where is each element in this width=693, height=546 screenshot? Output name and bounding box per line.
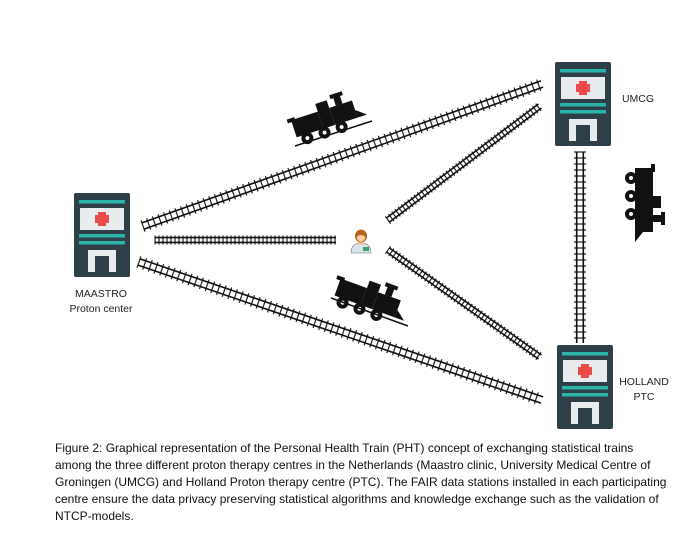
train-rail-base xyxy=(294,120,373,147)
maastro-label-line1: MAASTRO xyxy=(75,288,127,300)
track-maastro-center xyxy=(154,235,336,245)
train-rail-base xyxy=(330,297,409,327)
maastro-label-line2: Proton center xyxy=(69,303,133,315)
umcg-label: UMCG xyxy=(618,92,658,107)
doctor-person-icon xyxy=(350,229,372,254)
track-center-holland xyxy=(384,245,542,360)
holland-label-line2: PTC xyxy=(633,391,655,403)
track-maastro-umcg xyxy=(140,79,544,232)
maastro-hospital-icon xyxy=(74,193,130,277)
steam-locomotive-icon xyxy=(283,86,371,149)
holland-hospital-icon xyxy=(557,345,613,429)
track-center-umcg xyxy=(384,103,542,224)
maastro-label: MAASTRO Proton center xyxy=(56,287,146,317)
holland-label-line1: HOLLAND xyxy=(619,376,669,388)
umcg-hospital-icon xyxy=(555,62,611,146)
holland-label: HOLLAND PTC xyxy=(612,375,676,405)
steam-locomotive-icon xyxy=(327,265,415,331)
railway-tracks xyxy=(136,79,586,404)
track-maastro-holland xyxy=(136,256,544,404)
steam-locomotive-icon xyxy=(625,164,665,242)
figure-caption: Figure 2: Graphical representation of th… xyxy=(55,441,667,523)
umcg-label-line1: UMCG xyxy=(621,93,655,105)
track-umcg-holland xyxy=(574,151,586,343)
